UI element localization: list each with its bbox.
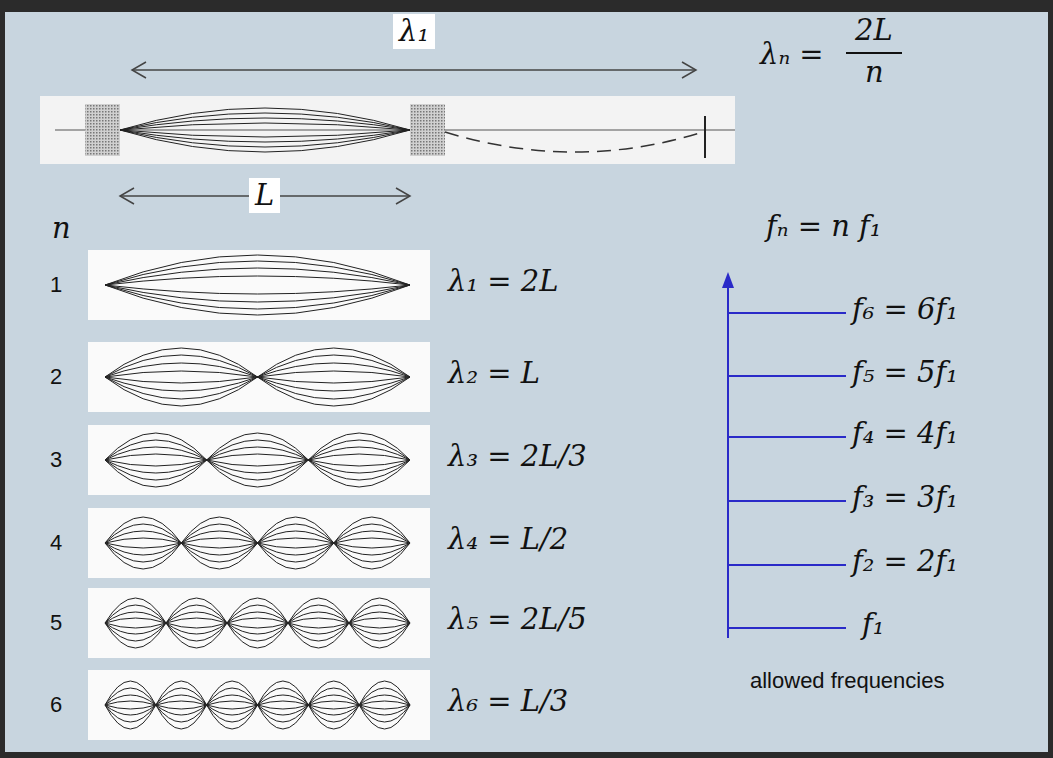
mode-2-wave: [105, 348, 410, 406]
fraction-denominator: n: [865, 56, 884, 89]
mode-number: 5: [50, 610, 62, 635]
mode-number: 4: [50, 530, 62, 555]
frequency-level: f₆ = 6f₁: [852, 293, 958, 326]
mode-number: 3: [50, 447, 62, 472]
mode-number: 6: [50, 692, 62, 717]
wavelength-label: λ₁: [393, 14, 435, 49]
column-header: n: [52, 212, 71, 245]
mode-3-wave: [105, 433, 410, 487]
frequency-ladder: [722, 272, 846, 638]
wavelength-value: λ₆ = L/3: [448, 685, 568, 718]
frequency-formula: fₙ = n f₁: [766, 210, 881, 243]
mode-panels: [88, 250, 430, 740]
mode-1-wave: [105, 255, 410, 315]
length-label: L: [249, 178, 280, 213]
wavelength-arrow: [132, 62, 696, 78]
axis-caption: allowed frequencies: [750, 668, 944, 693]
mode-6-wave: [105, 681, 410, 729]
string-photo: [40, 96, 735, 164]
frequency-level: f₄ = 4f₁: [852, 417, 958, 450]
formula-left: λₙ =: [760, 38, 824, 71]
mode-number: 2: [50, 364, 62, 389]
wavelength-value: λ₄ = L/2: [448, 523, 568, 556]
wavelength-value: λ₁ = 2L: [448, 265, 558, 298]
wavelength-value: λ₂ = L: [448, 357, 540, 390]
fraction-bar: [846, 52, 902, 54]
frequency-level: f₁: [862, 608, 884, 641]
frequency-level: f₅ = 5f₁: [852, 356, 958, 389]
frequency-level: f₂ = 2f₁: [852, 545, 958, 578]
mode-number: 1: [50, 272, 62, 297]
wavelength-value: λ₅ = 2L/5: [448, 603, 587, 636]
frequency-level: f₃ = 3f₁: [852, 481, 958, 514]
wavelength-value: λ₃ = 2L/3: [448, 440, 587, 473]
mode-5-wave: [105, 598, 410, 648]
fraction-numerator: 2L: [855, 14, 893, 47]
mode-4-wave: [105, 517, 410, 569]
